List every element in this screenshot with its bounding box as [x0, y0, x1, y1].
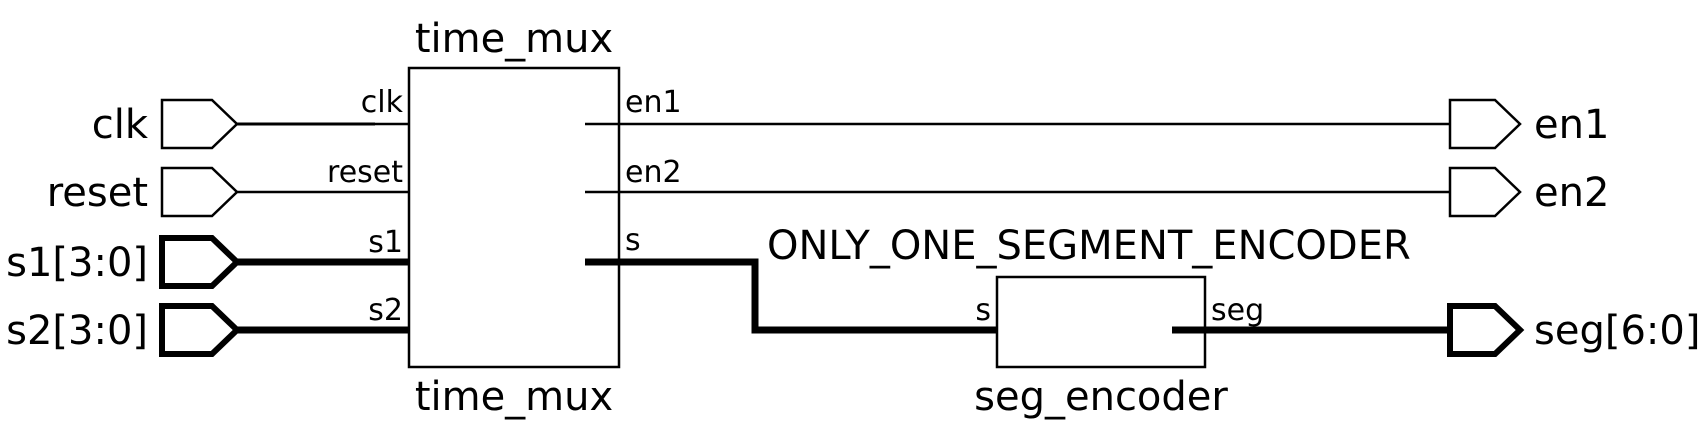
input-label-s2: s2[3:0]: [6, 308, 148, 354]
input-label-reset: reset: [47, 170, 148, 216]
input-port-s2[interactable]: [159, 303, 242, 357]
seg-encoder-pin-seg: seg: [1211, 293, 1264, 328]
output-port-en2[interactable]: [1448, 166, 1522, 218]
seg-encoder-block[interactable]: [995, 275, 1207, 369]
time-mux-block[interactable]: [407, 66, 621, 369]
time-mux-pin-en1: en1: [625, 85, 682, 120]
input-label-clk: clk: [92, 102, 149, 148]
input-port-s1[interactable]: [159, 235, 242, 289]
output-port-seg[interactable]: [1447, 303, 1525, 357]
input-port-reset[interactable]: [160, 166, 239, 218]
output-label-en1: en1: [1534, 102, 1609, 148]
output-label-seg: seg[6:0]: [1534, 308, 1700, 354]
time-mux-pin-s1: s1: [368, 225, 403, 260]
time-mux-pin-clk: clk: [361, 85, 404, 120]
time-mux-pin-en2: en2: [625, 155, 682, 190]
input-label-s1: s1[3:0]: [6, 240, 148, 286]
time-mux-cell-name: time_mux: [415, 374, 613, 420]
input-port-clk[interactable]: [160, 98, 239, 150]
s-net[interactable]: [585, 258, 1030, 334]
time-mux-instance-name: time_mux: [415, 16, 613, 62]
seg-encoder-instance-name: ONLY_ONE_SEGMENT_ENCODER: [767, 223, 1411, 269]
time-mux-pin-s2: s2: [368, 293, 403, 328]
output-port-en1[interactable]: [1448, 98, 1522, 150]
time-mux-pin-s: s: [625, 223, 641, 258]
time-mux-pin-reset: reset: [327, 155, 403, 190]
seg-encoder-pin-s: s: [975, 293, 991, 328]
output-label-en2: en2: [1534, 170, 1609, 216]
seg-encoder-cell-name: seg_encoder: [974, 374, 1228, 420]
